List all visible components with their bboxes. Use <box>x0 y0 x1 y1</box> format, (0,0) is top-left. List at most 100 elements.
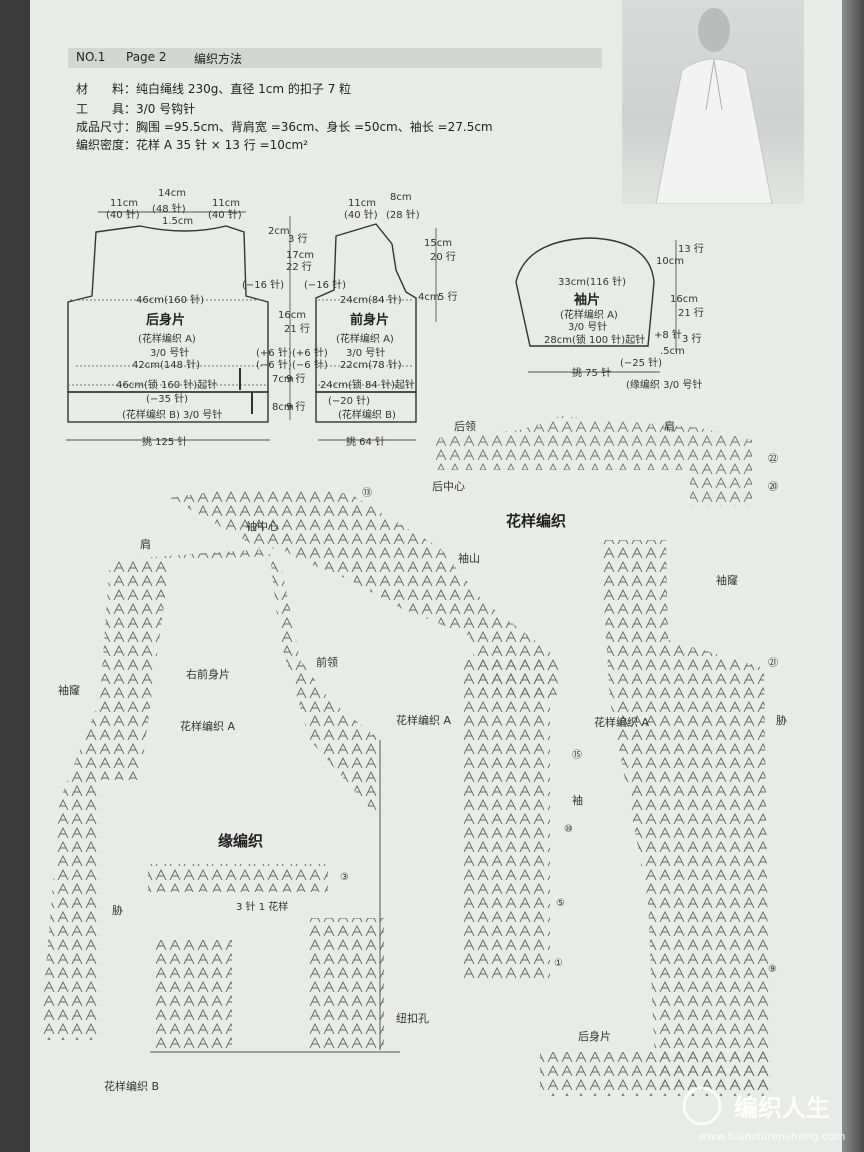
measure-21rows: 21 行 <box>284 322 310 335</box>
front-neck-label: 前领 <box>316 655 338 669</box>
back-body-label: 后身片 <box>578 1029 611 1043</box>
edging-title: 缘编织 <box>218 832 263 850</box>
pattern-a-label-2: 花样编织 A <box>396 713 451 727</box>
front-arm-note: (−16 针) <box>304 278 346 291</box>
header-bar <box>68 48 602 68</box>
pattern-title: 花样编织 <box>506 512 566 530</box>
back-border: (花样编织 B) 3/0 号针 <box>122 408 222 421</box>
back-width-right-st: (40 针) <box>208 208 242 221</box>
measure-9rows-b: 9 行 <box>286 400 306 413</box>
front-bust: 24cm(84 针) <box>340 293 402 306</box>
row-mark-21: ㉑ <box>768 657 778 669</box>
sleeve-bottom: 28cm(锁 100 针)起针 <box>544 333 645 346</box>
model-figure <box>655 8 773 205</box>
front-dec: (−20 针) <box>328 394 370 407</box>
front-waist: 22cm(78 针) <box>340 358 402 371</box>
sleeve-h3-rows: 3 行 <box>682 332 702 345</box>
pattern-a-label-3: 花样编织 A <box>594 715 649 729</box>
back-dec: (−35 针) <box>146 392 188 405</box>
sleeve-schematic: 33cm(116 针) 袖片 (花样编织 A) 3/0 号针 28cm(锁 10… <box>515 237 704 391</box>
row-mark-10: ⑩ <box>564 824 573 835</box>
armhole-label-2: 袖窿 <box>716 573 738 587</box>
sleeve-pickup: 挑 75 针 <box>572 366 611 379</box>
side-measurements: 2cm 3 行 17cm 22 行 16cm 21 行 7cm 9 行 8cm … <box>268 216 314 420</box>
watermark-brand: 编织人生 <box>734 1094 830 1122</box>
row-mark-5: ⑤ <box>556 898 565 909</box>
back-pattern: (花样编织 A) <box>138 332 196 345</box>
brand-logo-icon <box>682 1086 722 1126</box>
row-mark-22: ㉒ <box>768 453 778 465</box>
measure-16cm: 16cm <box>278 310 306 321</box>
back-center-label: 后中心 <box>432 480 465 493</box>
armhole-label: 袖窿 <box>58 683 80 697</box>
front-border: (花样编织 B) <box>338 408 396 421</box>
row-mark-13: ⑬ <box>362 487 372 499</box>
back-dec-note: (−6 针) <box>256 358 292 371</box>
front-pattern: (花样编织 A) <box>336 332 394 345</box>
measure-20rows: 20 行 <box>430 250 456 263</box>
stitch-chart-back-neck: 后领 肩 后中心 <box>432 416 752 506</box>
measure-8cm: 8cm <box>272 402 294 413</box>
sleeve-hook: 3/0 号针 <box>568 320 607 333</box>
sleeve-h1-rows: 13 行 <box>678 242 704 255</box>
row-mark-3: ③ <box>340 872 349 883</box>
back-hem: 46cm(锁 160 针)起针 <box>116 378 217 391</box>
measure-9rows: 9 行 <box>286 372 306 385</box>
sleeve-h3: .5cm <box>660 346 685 357</box>
sleeve-edge: (缘编织 3/0 号针 <box>626 378 702 391</box>
right-front-label: 右前身片 <box>186 667 230 681</box>
spec-materials: 材 料：纯白绳线 230g、直径 1cm 的扣子 7 粒 <box>76 82 352 96</box>
back-width-mid-st: (48 针) <box>152 202 186 215</box>
back-arm-note: (−16 针) <box>242 278 284 291</box>
page-title: 编织方法 <box>194 52 243 66</box>
page-number: Page 2 <box>126 50 167 64</box>
sleeve-center-label: 袖中心 <box>246 519 279 533</box>
sleeve-h2: 16cm <box>670 294 698 305</box>
front-dec-note: (−6 针) <box>292 358 328 371</box>
measure-4cm: 4cm <box>418 292 440 303</box>
front-inc-note: (+6 针) <box>292 346 328 359</box>
watermark: 编织人生 www.bianzhirensheng.com <box>682 1086 845 1143</box>
shoulder-label: 肩 <box>664 419 675 433</box>
row-mark-9: ⑨ <box>768 964 777 975</box>
side-label-2: 胁 <box>776 713 787 727</box>
back-width-mid: 14cm <box>158 188 186 199</box>
back-title: 后身片 <box>146 312 185 328</box>
pattern-b-label: 花样编织 B <box>104 1079 159 1093</box>
sleeve-h1: 10cm <box>656 256 684 267</box>
spec-gauge: 编织密度：花样 A 35 针 × 13 行 =10cm² <box>76 138 308 152</box>
measure-2cm: 2cm <box>268 226 290 237</box>
front-width-right-st: (28 针) <box>386 208 420 221</box>
back-neck-drop: 1.5cm <box>162 216 193 227</box>
edging-repeat: 3 针 1 花样 <box>236 900 288 913</box>
front-hem: 24cm(锁 84 针)起针 <box>320 378 415 391</box>
back-bust: 46cm(160 针) <box>136 293 204 306</box>
measure-22rows: 22 行 <box>286 260 312 273</box>
sleeve-inc: +8 针 <box>654 328 682 341</box>
back-inc-note: (+6 针) <box>256 346 292 359</box>
sleeve-h2-rows: 21 行 <box>678 306 704 319</box>
back-neck-label: 后领 <box>454 420 476 433</box>
spec-tools: 工 具：3/0 号钩针 <box>76 102 196 116</box>
front-body-schematic: 11cm (40 针) 8cm (28 针) (−16 针) 24cm(84 针… <box>292 192 458 448</box>
pattern-a-label: 花样编织 A <box>180 719 235 733</box>
side-label: 胁 <box>112 903 123 917</box>
front-width-right: 8cm <box>390 192 412 203</box>
measure-7cm: 7cm <box>272 374 294 385</box>
back-body-schematic: 11cm (40 针) 14cm (48 针) 1.5cm 11cm (40 针… <box>66 188 292 448</box>
back-waist: 42cm(148 针) <box>132 358 200 371</box>
back-pickup: 挑 125 针 <box>142 435 187 448</box>
watermark-url: www.bianzhirensheng.com <box>698 1130 845 1143</box>
row-mark-1: ① <box>554 958 563 969</box>
sleeve-top: 33cm(116 针) <box>558 275 626 288</box>
buttonhole-label: 纽扣孔 <box>396 1011 429 1025</box>
sleeve-cap-label: 袖山 <box>458 551 480 565</box>
back-hook: 3/0 号针 <box>150 346 189 359</box>
stitch-chart-front: 袖中心 袖山 肩 右前身片 花样编织 A 前领 袖窿 袖窿 花样编织 A 花样编… <box>40 453 787 1096</box>
front-pickup: 挑 64 针 <box>346 435 385 448</box>
front-title: 前身片 <box>350 312 389 328</box>
spec-size: 成品尺寸：胸围 =95.5cm、背肩宽 =36cm、身长 =50cm、袖长 =2… <box>76 120 493 134</box>
measure-17cm: 17cm <box>286 250 314 261</box>
